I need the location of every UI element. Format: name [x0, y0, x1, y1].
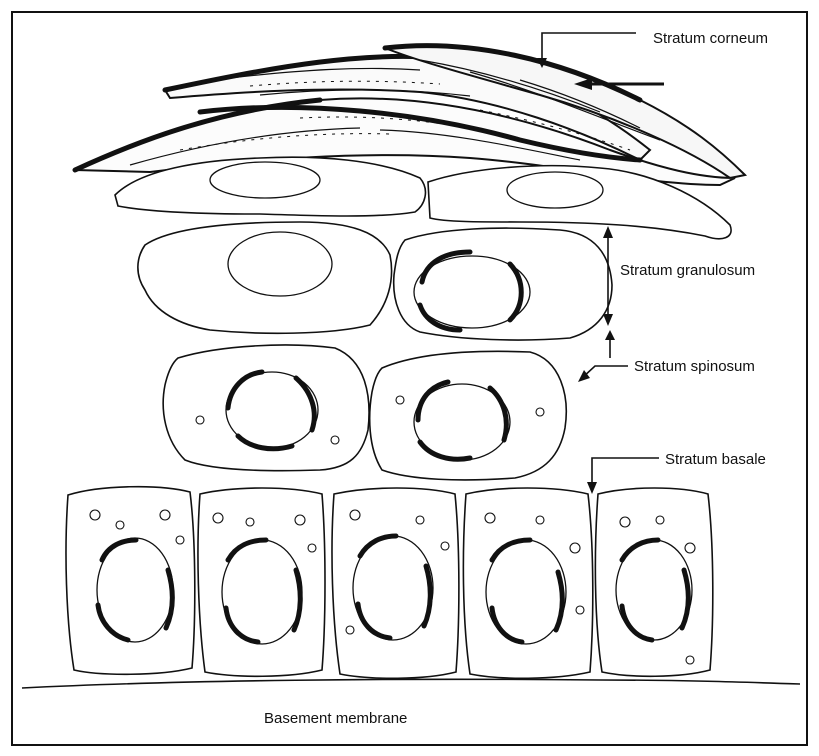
- stratum-corneum-label: Stratum corneum: [653, 30, 768, 47]
- stratum-corneum-layers: [75, 46, 745, 185]
- spinosum-cells: [163, 345, 566, 480]
- granulosum-cells: [138, 222, 612, 340]
- basement-membrane-line: [22, 679, 800, 688]
- basale-cells: [66, 487, 713, 679]
- stratum-granulosum-label-group: Stratum granulosum: [603, 226, 755, 326]
- stratum-spinosum-label-group: Stratum spinosum: [578, 330, 755, 382]
- stratum-basale-label: Stratum basale: [665, 451, 766, 468]
- basement-membrane-label: Basement membrane: [264, 710, 407, 727]
- stratum-basale-label-group: Stratum basale: [587, 451, 766, 494]
- stratum-spinosum-label: Stratum spinosum: [634, 358, 755, 375]
- stratum-granulosum-label: Stratum granulosum: [620, 262, 755, 279]
